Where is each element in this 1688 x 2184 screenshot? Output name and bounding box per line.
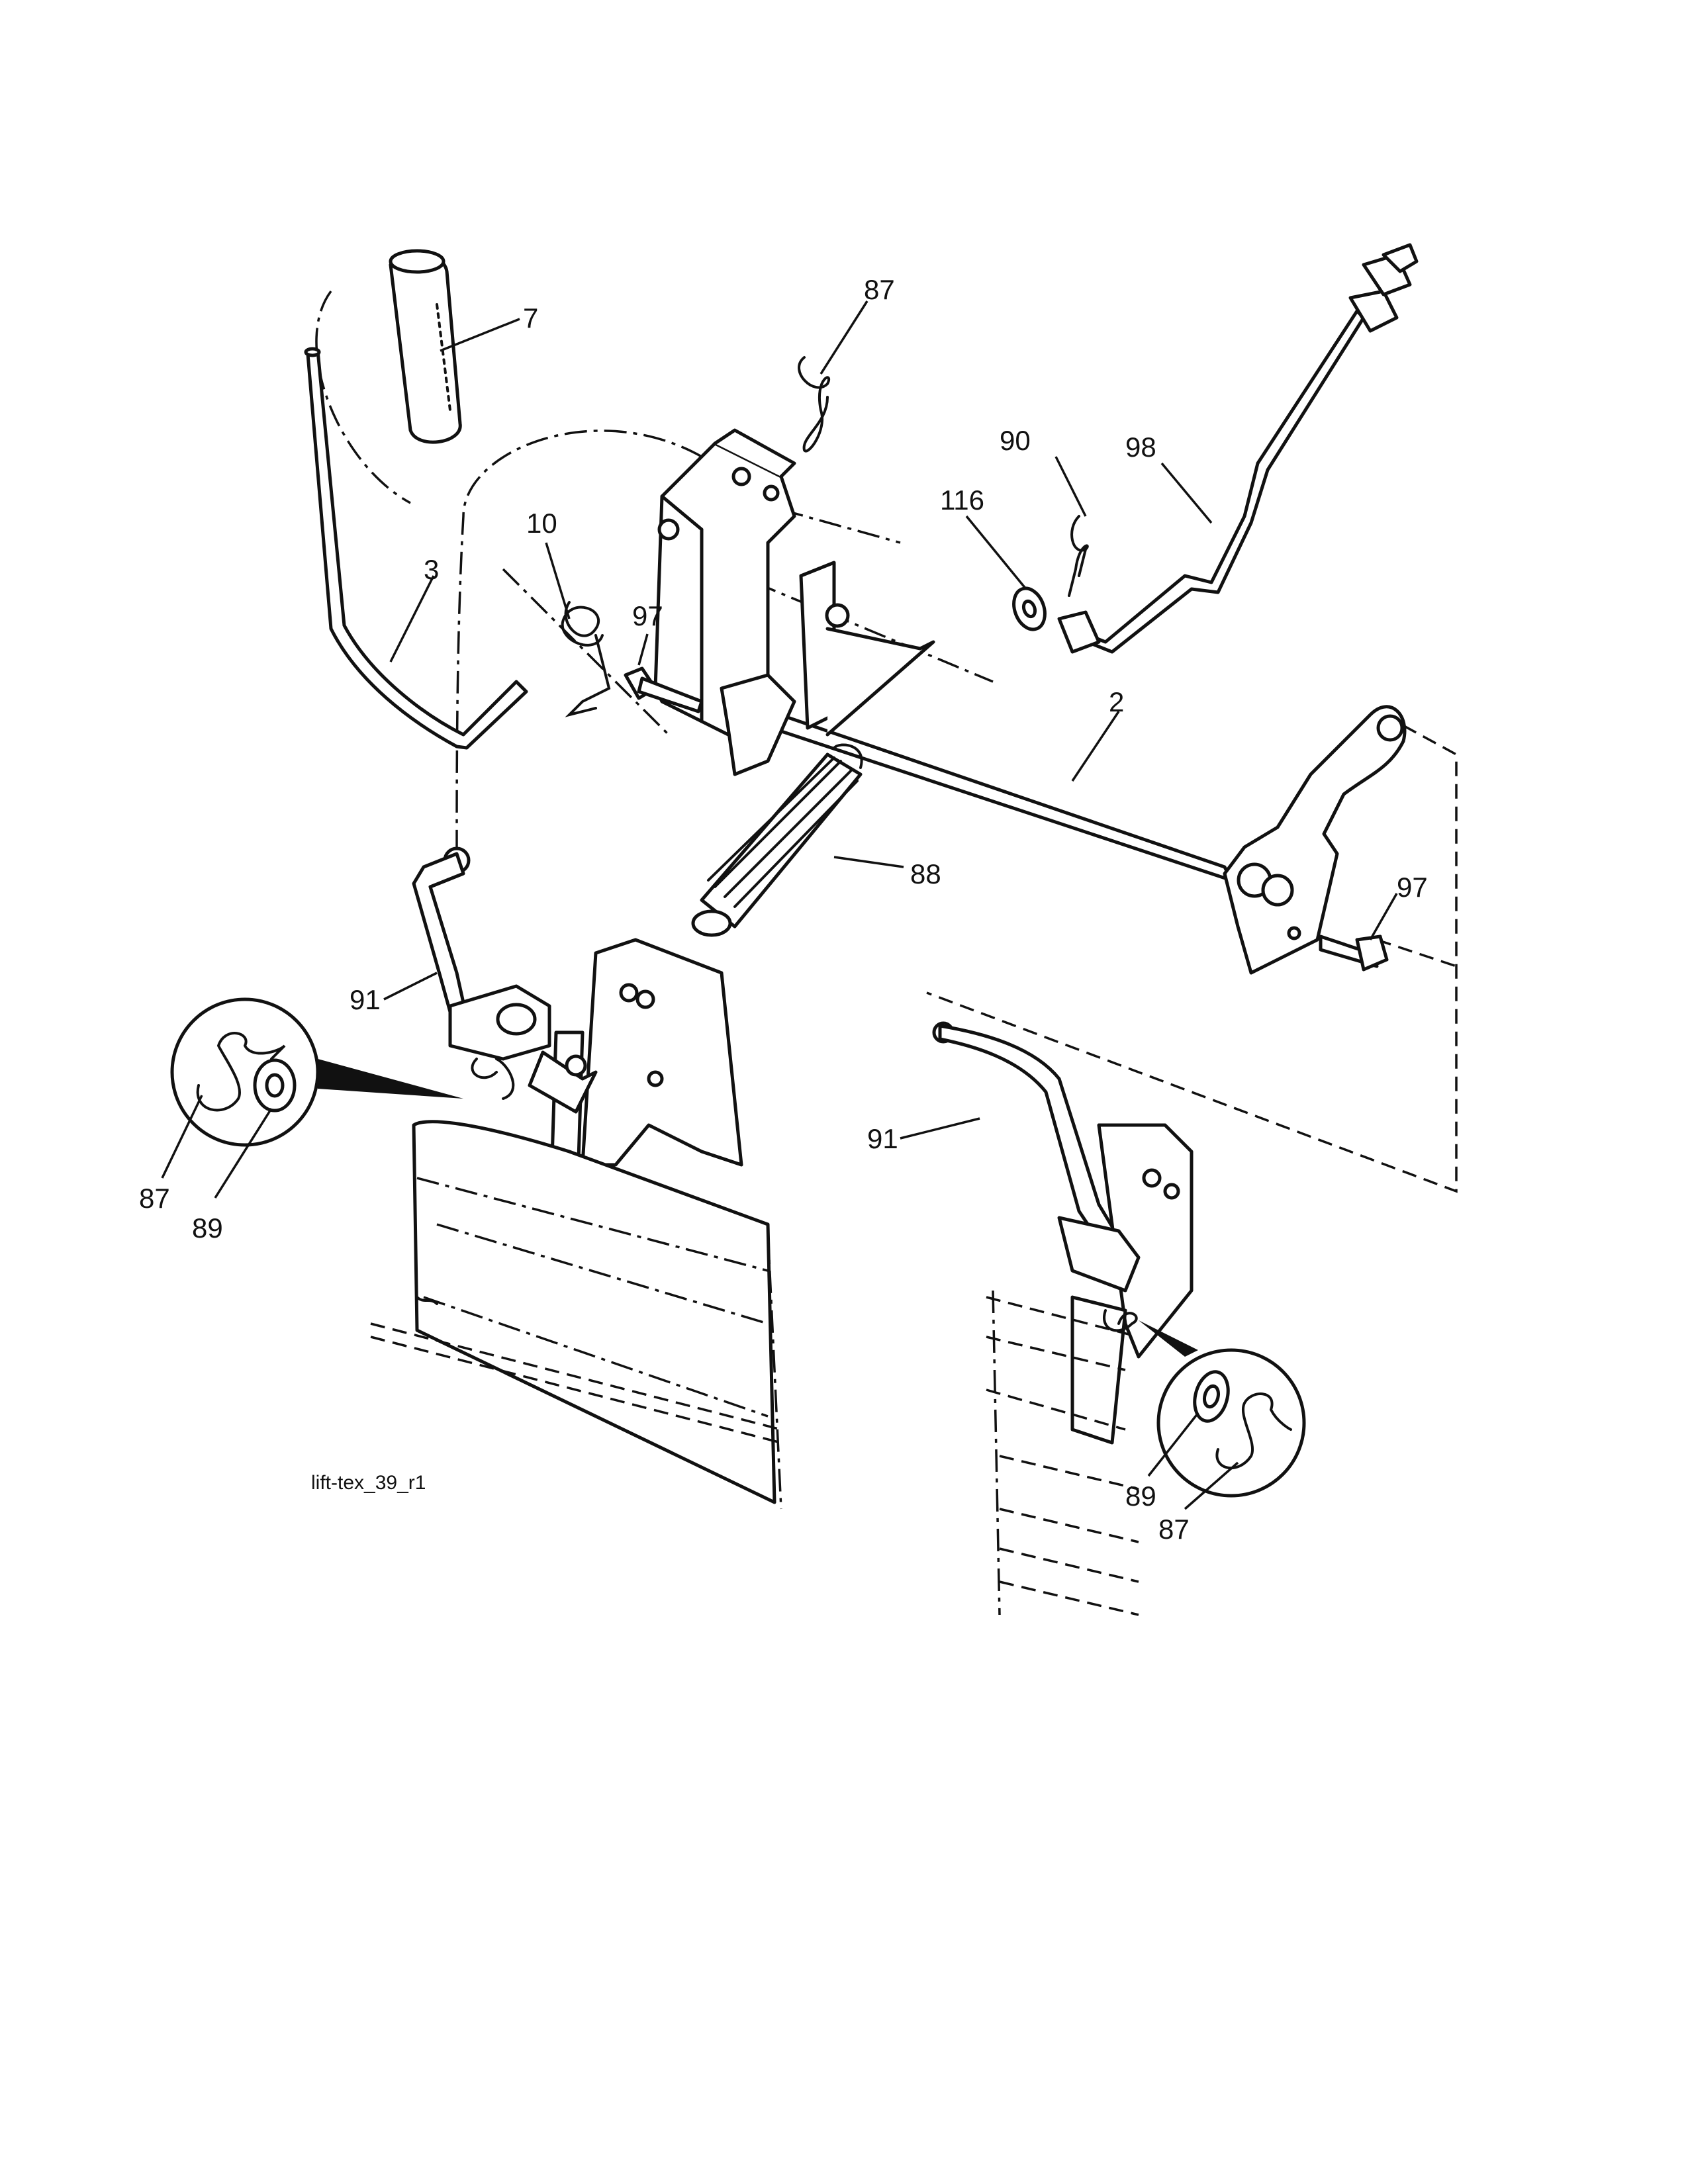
callout-detail-left-clip: 87: [139, 1183, 170, 1214]
detail-bubble-left: [170, 997, 463, 1147]
callout-hairpin-clip-top: 87: [864, 274, 895, 305]
callout-detail-right-clip: 87: [1158, 1514, 1190, 1545]
callout-bolt-left: 97: [632, 600, 663, 631]
callout-lift-link-right: 91: [867, 1123, 898, 1154]
dashed-outlines: [926, 713, 1458, 1193]
cotter-pin: [1068, 515, 1089, 597]
hairpin-clip-top: [798, 356, 830, 453]
callout-cotter-pin: 90: [1000, 425, 1031, 456]
extension-spring: [691, 743, 863, 937]
callout-detail-left-washer: 89: [192, 1212, 223, 1244]
reference-code: lift-tex_39_r1: [311, 1472, 426, 1494]
right-lift-bracket: [1057, 1123, 1194, 1445]
callout-torsion-spring: 10: [526, 508, 557, 539]
callout-lift-lever: 3: [424, 554, 439, 585]
bolt-left: [624, 666, 704, 713]
detail-bubble-right: [1139, 1320, 1306, 1498]
callout-handle-grip: 7: [523, 302, 538, 334]
callout-link-rod: 98: [1125, 432, 1156, 463]
left-deck-panel: [370, 1120, 782, 1510]
lift-lever: [304, 347, 528, 750]
callout-labels: 7 3 10 87 97 90 116 98 2 88 97 91 91 87 …: [139, 274, 1428, 1545]
callout-lift-link-left: 91: [350, 984, 381, 1015]
bolt-right: [1319, 934, 1389, 972]
lift-link-right: [932, 1021, 1121, 1243]
right-shaft-bracket: [1223, 705, 1407, 975]
callout-bolt-right: 97: [1397, 872, 1428, 903]
handle-grip: [389, 249, 462, 444]
callout-extension-spring: 88: [910, 858, 941, 889]
callout-lift-shaft: 2: [1109, 686, 1124, 717]
callout-washer-top: 116: [940, 484, 984, 516]
washer-top: [1012, 586, 1047, 631]
right-deck-panel: [986, 1290, 1139, 1616]
left-lift-bracket: [448, 938, 743, 1246]
link-rod: [1057, 243, 1419, 654]
torsion-spring: [561, 601, 611, 717]
leader-lines: [161, 300, 1398, 1510]
callout-detail-right-washer: 89: [1125, 1480, 1156, 1512]
main-bracket: [653, 428, 796, 743]
lift-shaft: [720, 561, 1233, 882]
